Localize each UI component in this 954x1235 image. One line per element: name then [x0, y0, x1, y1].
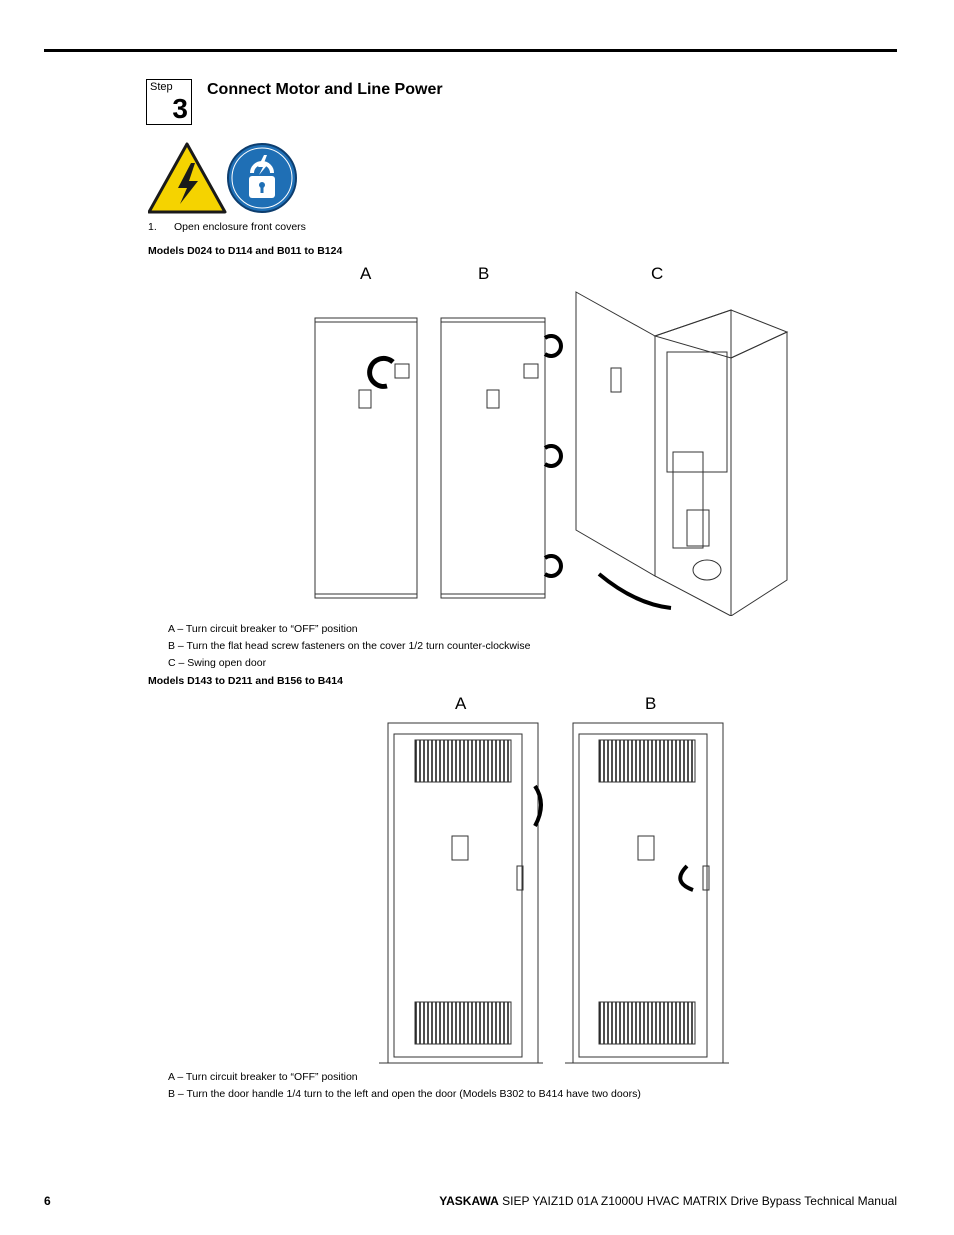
section1-caption-b: B – Turn the flat head screw fasteners o… [168, 640, 531, 652]
safety-icons [148, 142, 297, 214]
page-number: 6 [44, 1194, 51, 1208]
footer-manual-title: SIEP YAIZ1D 01A Z1000U HVAC MATRIX Drive… [502, 1194, 897, 1208]
lockout-icon [227, 143, 297, 213]
section2-caption-a: A – Turn circuit breaker to “OFF” positi… [168, 1071, 358, 1083]
step-number: 3 [172, 93, 188, 124]
section2-caption-b: B – Turn the door handle 1/4 turn to the… [168, 1088, 641, 1100]
instruction-line: 1. Open enclosure front covers [148, 221, 306, 233]
figure-label-b: B [478, 264, 490, 283]
instruction-number: 1. [148, 221, 157, 233]
step-title: Connect Motor and Line Power [207, 81, 443, 98]
figure-small-enclosures: A B C [147, 260, 800, 616]
section1-caption-c: C – Swing open door [168, 657, 267, 669]
step-badge: Step 3 [146, 79, 192, 125]
enclosure-drawing-2 [379, 722, 729, 1064]
section1-heading: Models D024 to D114 and B011 to B124 [148, 245, 343, 257]
figure-label-c: C [651, 264, 664, 283]
section2-heading: Models D143 to D211 and B156 to B414 [148, 675, 343, 687]
enclosure-drawing-1 [314, 291, 789, 616]
figure-label-a: A [360, 264, 372, 283]
electrical-hazard-icon [148, 142, 227, 214]
header-rule [44, 49, 897, 52]
step-word: Step [150, 81, 173, 93]
instruction-text: Open enclosure front covers [174, 221, 306, 233]
figure2-label-a: A [455, 694, 467, 713]
figure2-label-b: B [645, 694, 657, 713]
footer-brand: YASKAWA [439, 1194, 499, 1208]
figure-large-enclosures: A B [147, 690, 800, 1100]
section1-caption-a: A – Turn circuit breaker to “OFF” positi… [168, 623, 358, 635]
footer-title: YASKAWA SIEP YAIZ1D 01A Z1000U HVAC MATR… [439, 1194, 897, 1208]
